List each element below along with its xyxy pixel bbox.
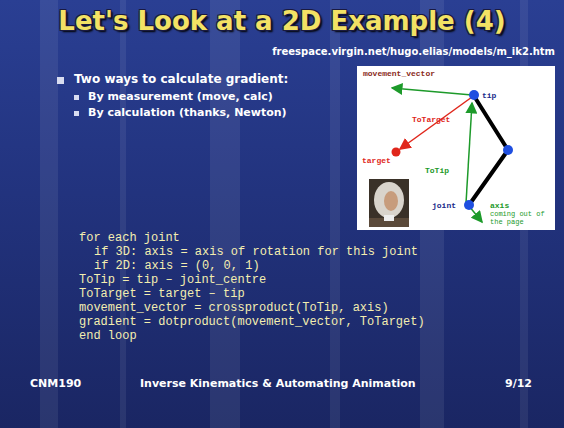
vector-label: ToTip bbox=[425, 166, 449, 175]
axis-label: axis bbox=[490, 201, 509, 210]
bullet bbox=[57, 77, 64, 84]
movement-arrow bbox=[392, 88, 472, 95]
source-url: freespace.virgin.net/hugo.elias/models/m… bbox=[272, 46, 555, 58]
joint-dot bbox=[469, 90, 479, 100]
to-tip-arrow bbox=[466, 103, 472, 203]
code-line: movement_vector = crossproduct(ToTip, ax… bbox=[79, 302, 389, 316]
vector-label: movement_vector bbox=[363, 69, 435, 78]
page-number: 9/12 bbox=[505, 378, 532, 391]
footer-title: Inverse Kinematics & Automating Animatio… bbox=[140, 378, 416, 391]
bullet bbox=[74, 111, 79, 116]
code-line: ToTarget = target – tip bbox=[79, 288, 245, 302]
slide-title: Let's Look at a 2D Example (4) bbox=[0, 6, 564, 36]
bullet-text: Two ways to calculate gradient: bbox=[74, 73, 288, 87]
target-dot bbox=[392, 148, 401, 157]
footer-course: CNM190 bbox=[30, 378, 81, 391]
code-line: end loop bbox=[79, 330, 137, 344]
code-line: if 2D: axis = (0, 0, 1) bbox=[94, 260, 260, 274]
axis-note: coming out of the page bbox=[490, 210, 548, 226]
sub-bullet-text: By measurement (move, calc) bbox=[88, 91, 273, 104]
code-line: gradient = dotproduct(movement_vector, T… bbox=[79, 316, 425, 330]
to-target-arrow bbox=[400, 97, 472, 149]
point-label: target bbox=[362, 156, 391, 165]
code-line: if 3D: axis = axis of rotation for this … bbox=[94, 246, 418, 260]
code-line: ToTip = tip – joint_centre bbox=[79, 274, 266, 288]
newton-portrait bbox=[369, 179, 409, 227]
code-line: for each joint bbox=[79, 232, 180, 246]
sub-bullet-text: By calculation (thanks, Newton) bbox=[88, 107, 287, 120]
diagram-panel bbox=[357, 66, 555, 230]
bone bbox=[469, 96, 508, 205]
point-label: joint bbox=[432, 201, 456, 210]
bullet bbox=[74, 95, 79, 100]
joint-dot bbox=[503, 145, 513, 155]
point-label: tip bbox=[482, 91, 496, 100]
joint-dot bbox=[464, 200, 474, 210]
vector-label: ToTarget bbox=[412, 115, 450, 124]
